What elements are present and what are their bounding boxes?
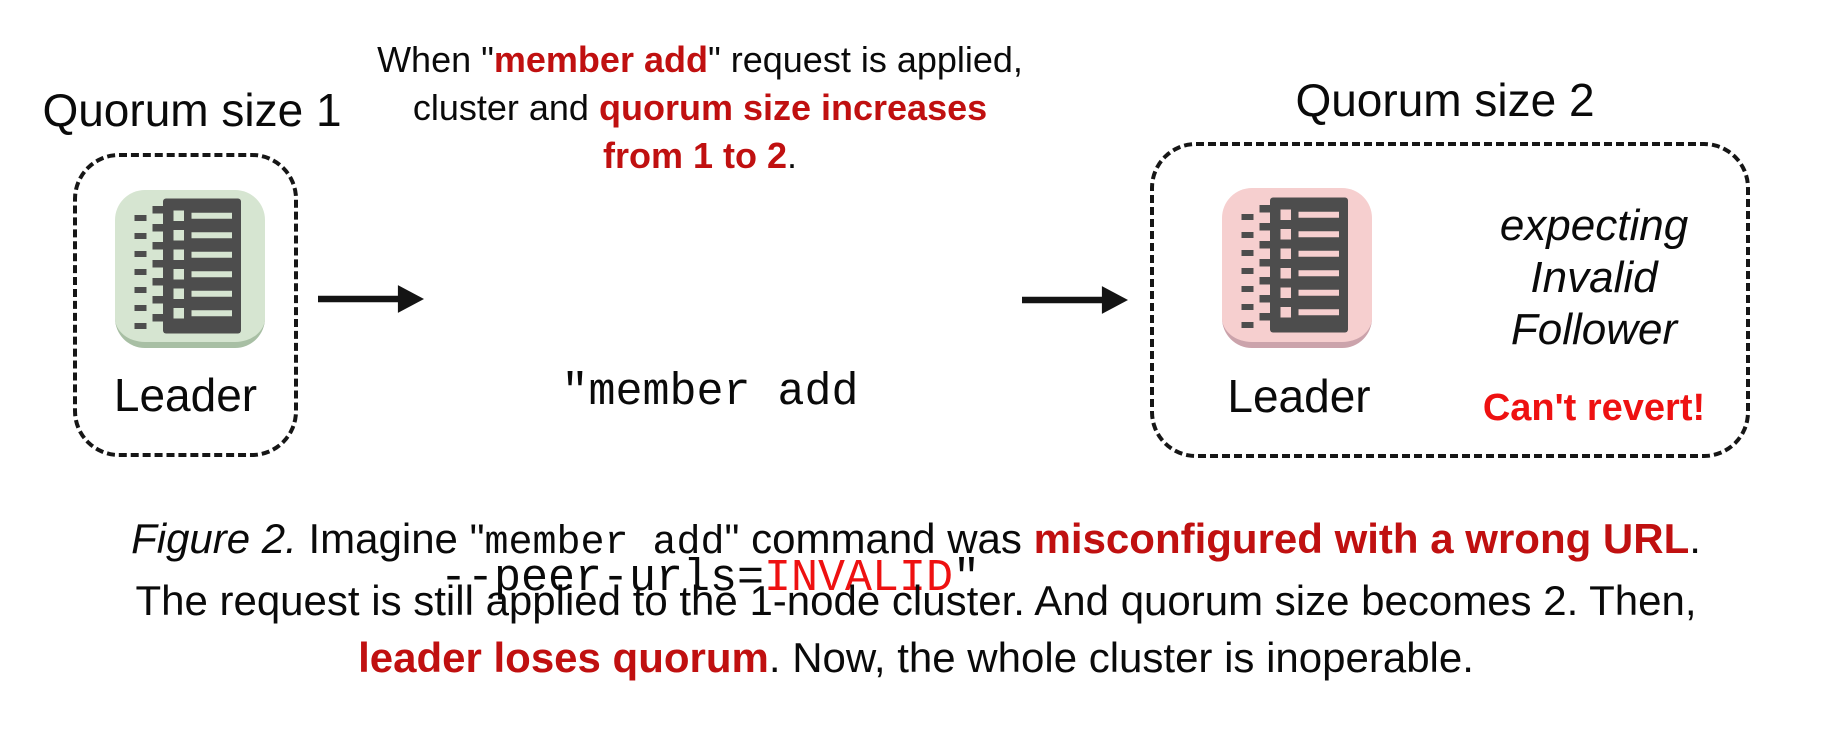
figure-caption: Figure 2. Imagine "member add" command w… <box>0 510 1832 686</box>
top-note: When "member add" request is applied, cl… <box>350 36 1050 180</box>
flow-arrow-icon <box>318 285 424 313</box>
top-note-text: cluster and <box>412 87 599 128</box>
top-note-text: When " <box>377 39 494 80</box>
member-add-command: "member add --peer-urls=INVALID" <box>410 238 1010 734</box>
left-cluster-title: Quorum size 1 <box>42 84 342 136</box>
command-text: " <box>953 553 981 604</box>
command-text: --peer-urls= <box>439 553 764 604</box>
leader-node-green <box>115 190 265 348</box>
right-cluster-boundary: Leader expecting Invalid Follower Can't … <box>1150 142 1750 458</box>
top-note-text: " request is applied, <box>707 39 1023 80</box>
top-note-line-1: When "member add" request is applied, <box>350 36 1050 84</box>
cant-revert-warning: Can't revert! <box>1482 387 1706 429</box>
top-note-line-3: from 1 to 2. <box>350 132 1050 180</box>
top-note-emphasis: member add <box>493 39 708 80</box>
command-line-1: "member add <box>561 367 859 418</box>
left-cluster-boundary: Leader <box>73 153 298 457</box>
left-node-label: Leader <box>113 369 258 421</box>
command-line-2: --peer-urls=INVALID" <box>410 548 1010 610</box>
right-node-label: Leader <box>1227 370 1371 422</box>
caption-text: . <box>1689 515 1701 562</box>
command-invalid-value: INVALID <box>764 553 954 604</box>
top-note-text: . <box>787 135 798 176</box>
top-note-emphasis: quorum size increases <box>598 87 988 128</box>
figure-label: Figure 2. <box>131 515 297 562</box>
caption-text: Imagine " <box>296 515 485 562</box>
caption-emphasis: leader loses quorum <box>358 634 769 681</box>
server-list-icon <box>134 198 241 334</box>
expecting-follower-note: expecting Invalid Follower <box>1444 200 1744 356</box>
top-note-line-2: cluster and quorum size increases <box>350 84 1050 132</box>
flow-arrow-icon <box>1022 286 1128 314</box>
right-cluster-title: Quorum size 2 <box>1295 74 1595 126</box>
caption-text: " command was <box>724 515 1034 562</box>
top-note-emphasis: from 1 to 2 <box>602 135 787 176</box>
caption-emphasis: misconfigured with a wrong URL <box>1033 515 1690 562</box>
leader-node-pink <box>1222 188 1372 348</box>
caption-code: member add <box>484 521 725 566</box>
caption-text: . Now, the whole cluster is inoperable. <box>768 634 1474 681</box>
caption-line-1: Figure 2. Imagine "member add" command w… <box>0 510 1832 572</box>
annotation-line: Invalid <box>1530 253 1658 302</box>
caption-line-3: leader loses quorum. Now, the whole clus… <box>0 629 1832 686</box>
annotation-line: expecting <box>1499 201 1689 250</box>
server-list-icon <box>1241 197 1348 333</box>
annotation-line: Follower <box>1510 305 1678 354</box>
caption-line-2: The request is still applied to the 1-no… <box>135 577 1697 624</box>
